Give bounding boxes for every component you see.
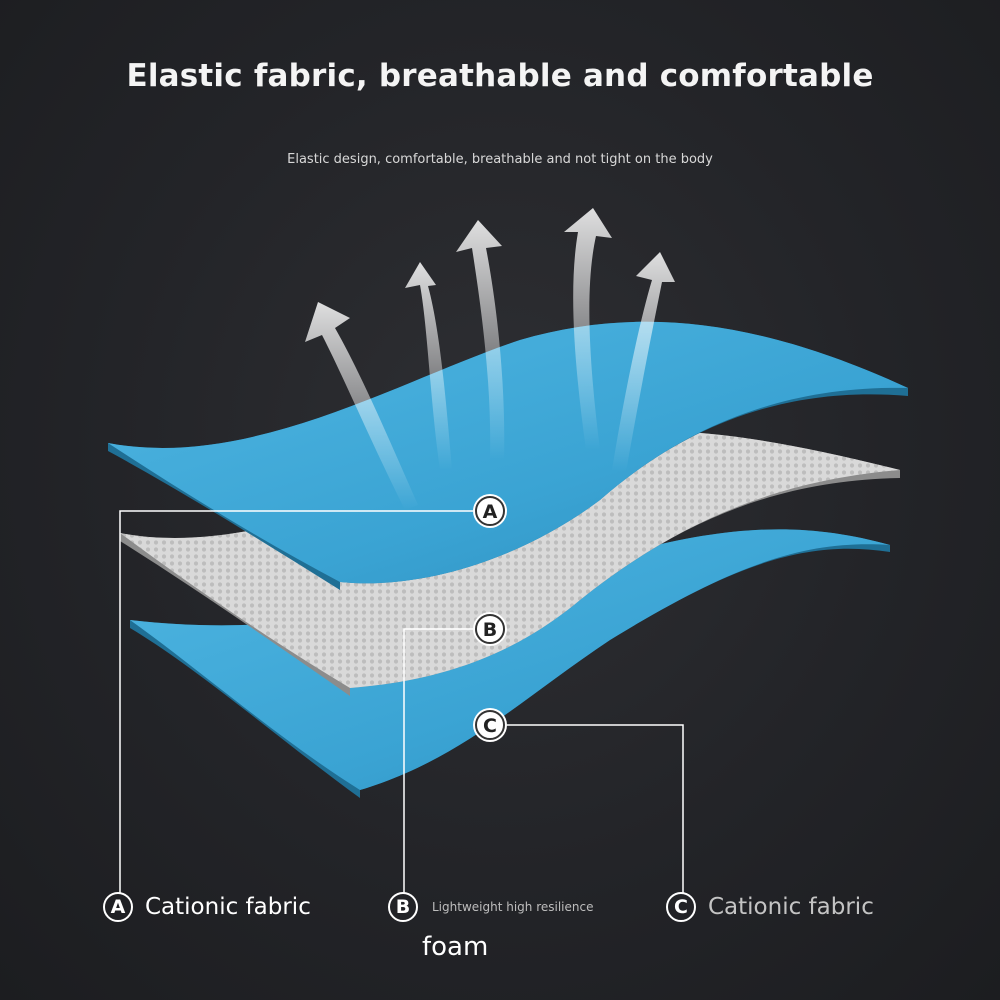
layer-c-fabric [130, 529, 890, 798]
marker-a-letter: A [483, 501, 498, 523]
marker-b-letter: B [483, 619, 497, 641]
leader-line-b [403, 628, 473, 893]
page-title: Elastic fabric, breathable and comfortab… [126, 58, 874, 94]
layer-b-foam [120, 431, 900, 696]
page-subtitle: Elastic design, comfortable, breathable … [287, 152, 713, 167]
legend-label-b-continued: foam [422, 932, 489, 962]
leader-line-a [119, 510, 473, 893]
marker-a: A [473, 494, 507, 528]
legend-label-b: Lightweight high resilience [432, 900, 594, 914]
leader-line-c [507, 724, 684, 893]
legend-badge-a: A [103, 892, 133, 922]
legend-badge-c: C [666, 892, 696, 922]
layer-a-fabric [108, 321, 908, 590]
legend-badge-b: B [388, 892, 418, 922]
marker-c: C [473, 708, 507, 742]
leader-lines [119, 510, 684, 893]
legend-item-a: A Cationic fabric [103, 892, 311, 922]
legend-label-a: Cationic fabric [145, 894, 311, 920]
legend-label-c: Cationic fabric [708, 894, 874, 920]
legend-item-c: C Cationic fabric [666, 892, 874, 922]
legend-item-b: B Lightweight high resilience [388, 892, 593, 922]
marker-b: B [473, 612, 507, 646]
marker-c-letter: C [483, 715, 497, 737]
upward-airflow-arrow-icon [305, 208, 675, 510]
